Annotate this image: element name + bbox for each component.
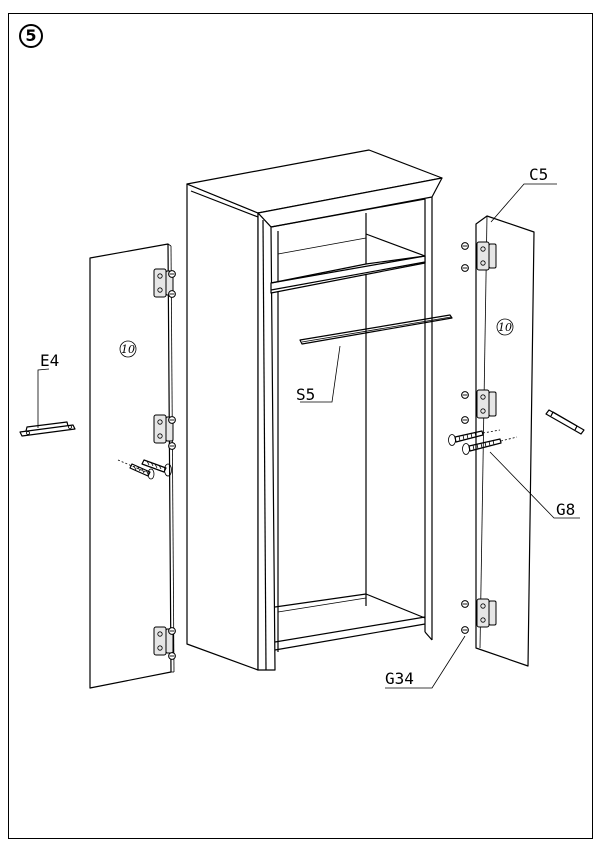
screw-icon	[117, 459, 155, 480]
hinge-icon	[153, 268, 176, 298]
right-door-number: 10	[498, 321, 512, 334]
hinge-icon	[461, 241, 497, 272]
screw-icon	[462, 436, 518, 455]
label-c5: C5	[529, 165, 548, 184]
label-s5: S5	[296, 385, 315, 404]
handle-icon	[545, 409, 585, 435]
hanging-rail-icon	[299, 314, 453, 345]
label-g34: G34	[385, 669, 414, 688]
handle-icon	[19, 421, 76, 437]
step-number-badge: 5	[19, 24, 43, 48]
right-door-panel: 10	[475, 215, 535, 667]
label-g8: G8	[556, 500, 575, 519]
hinge-icon	[153, 626, 176, 660]
screw-icon	[141, 459, 172, 477]
label-e4: E4	[40, 351, 59, 370]
page-frame	[8, 13, 593, 839]
screw-icon	[448, 429, 501, 446]
step-number: 5	[25, 26, 37, 45]
left-door-number: 10	[121, 343, 135, 356]
wardrobe-body	[186, 149, 443, 671]
